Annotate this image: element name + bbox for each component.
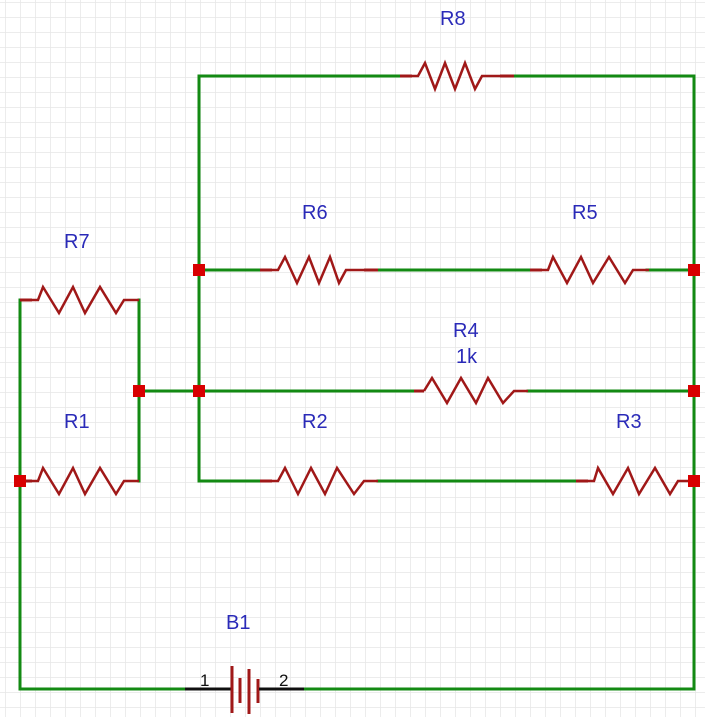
resistor-r5[interactable] xyxy=(530,254,649,286)
wire-main-vertical[interactable] xyxy=(197,268,262,483)
resistor-r3[interactable] xyxy=(576,464,694,497)
junction-dot xyxy=(688,385,700,397)
label-r5: R5 xyxy=(572,202,598,224)
junction-dot xyxy=(133,385,145,397)
label-r3: R3 xyxy=(616,411,642,433)
resistor-r7[interactable] xyxy=(20,284,139,316)
label-r4-value: 1k xyxy=(456,346,478,368)
resistor-r2[interactable] xyxy=(260,465,378,497)
junction-dot xyxy=(688,264,700,276)
junction-dot xyxy=(193,264,205,276)
label-r8: R8 xyxy=(440,8,466,30)
label-r2: R2 xyxy=(302,411,328,433)
battery-b1[interactable] xyxy=(185,666,304,714)
junction-dot xyxy=(14,475,26,487)
wire-left-rail[interactable] xyxy=(18,298,187,691)
label-r1: R1 xyxy=(64,411,90,433)
resistor-r8[interactable] xyxy=(400,59,514,93)
battery-pin-2-label: 2 xyxy=(279,671,288,690)
label-r7: R7 xyxy=(64,231,90,253)
battery-pin-1-label: 1 xyxy=(200,671,209,690)
junction-dot xyxy=(193,385,205,397)
junctions xyxy=(14,264,700,487)
resistor-r4[interactable] xyxy=(414,375,528,406)
junction-dot xyxy=(688,475,700,487)
resistor-r6[interactable] xyxy=(260,253,378,287)
label-r6: R6 xyxy=(302,202,328,224)
wire-top-left[interactable] xyxy=(197,74,402,272)
label-b1: B1 xyxy=(226,612,250,634)
label-r4: R4 xyxy=(453,320,479,342)
